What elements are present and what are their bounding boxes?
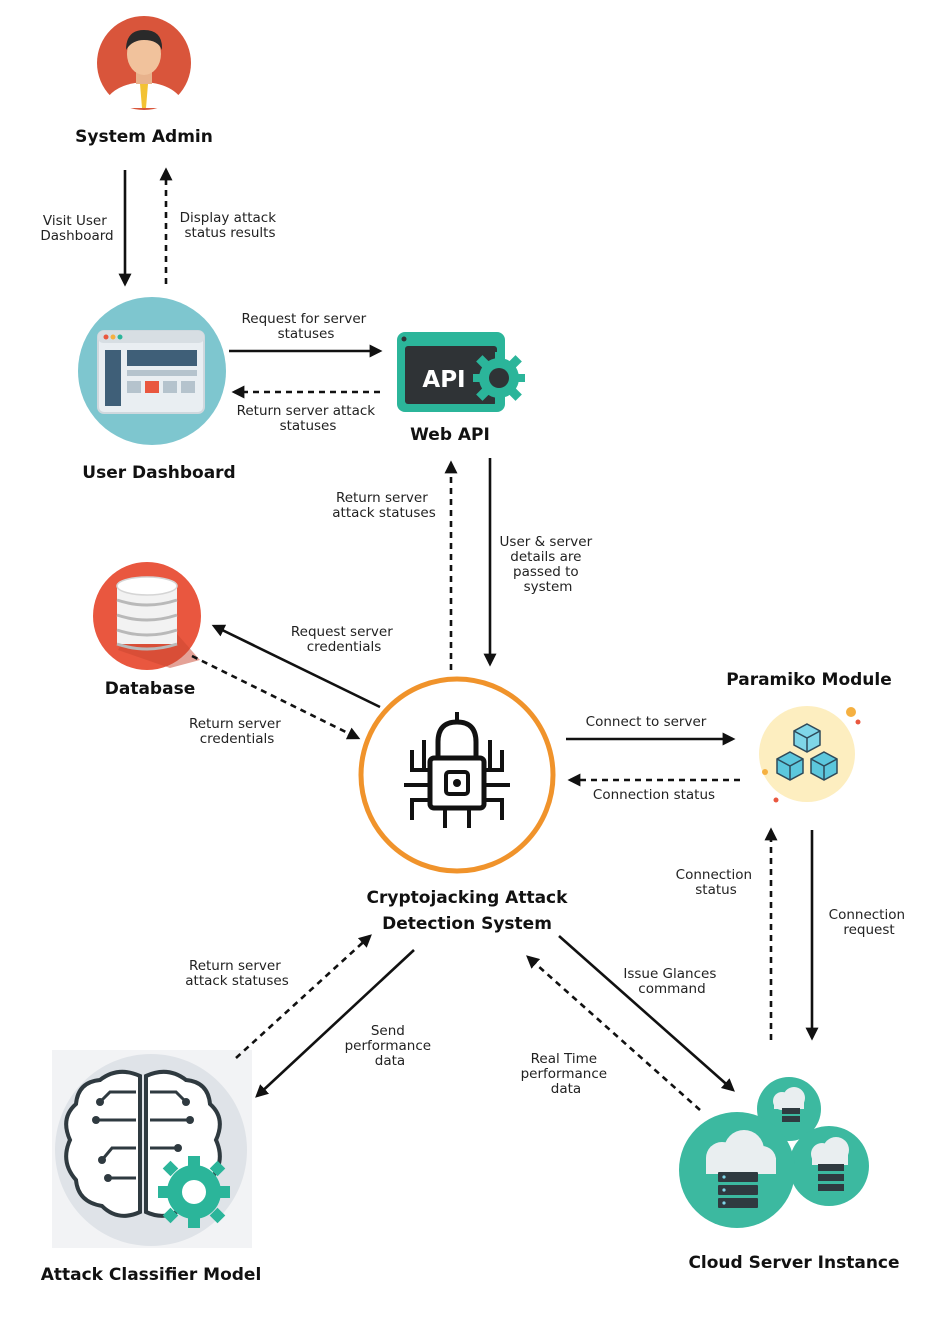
label-issue-glances-command: Issue Glances command [623,966,720,997]
label-connection-request: Connection request [829,907,910,938]
label-request-server-statuses: Request for server statuses [241,311,370,342]
api-icon-text: API [422,367,465,393]
label-user-server-details: User & server details are passed to syst… [500,534,597,595]
paramiko-module-label: Paramiko Module [726,670,892,690]
arrow-system-to-database [211,624,381,709]
user-dashboard-label: User Dashboard [82,463,235,483]
brain-gear-icon [52,1050,252,1248]
paramiko-cubes-icon [759,706,861,803]
web-api-label: Web API [410,425,490,445]
dashboard-icon [78,297,226,445]
arrow-system-to-cloud [558,935,735,1092]
label-return-server-attack-statuses-system: Return server attack statuses [332,490,436,521]
label-send-performance-data: Send performance data [345,1023,436,1069]
admin-avatar-icon [97,16,191,110]
cloud-server-label: Cloud Server Instance [688,1253,899,1273]
api-gear-icon: API [397,332,525,412]
label-connection-status-up: Connection status [676,867,757,898]
arrow-cloud-to-system [526,955,701,1111]
label-real-time-performance-data: Real Time performance data [521,1051,612,1097]
label-connect-to-server: Connect to server [586,714,707,730]
label-request-server-credentials: Request server credentials [291,624,397,655]
label-connection-status-back: Connection status [593,787,715,803]
arrow-model-to-system [235,934,372,1059]
arrow-database-to-system [191,654,361,740]
cryptojacking-system-title-line1: Cryptojacking Attack [367,888,569,908]
database-label: Database [105,679,195,699]
label-return-server-attack-statuses-model: Return server attack statuses [185,958,289,989]
database-icon [93,562,201,670]
label-display-attack-status: Display attack status results [180,210,281,241]
arrow-system-to-model [255,949,415,1098]
cryptojacking-lock-chip-icon [358,676,556,874]
attack-classifier-label: Attack Classifier Model [41,1265,262,1285]
cloud-server-icon [679,1077,869,1228]
label-visit-user-dashboard: Visit User Dashboard [40,213,113,244]
system-admin-label: System Admin [75,127,213,147]
label-return-server-credentials: Return server credentials [189,716,285,747]
cryptojacking-system-title-line2: Detection System [382,914,552,934]
label-return-server-attack-statuses-api: Return server attack statuses [237,403,380,434]
